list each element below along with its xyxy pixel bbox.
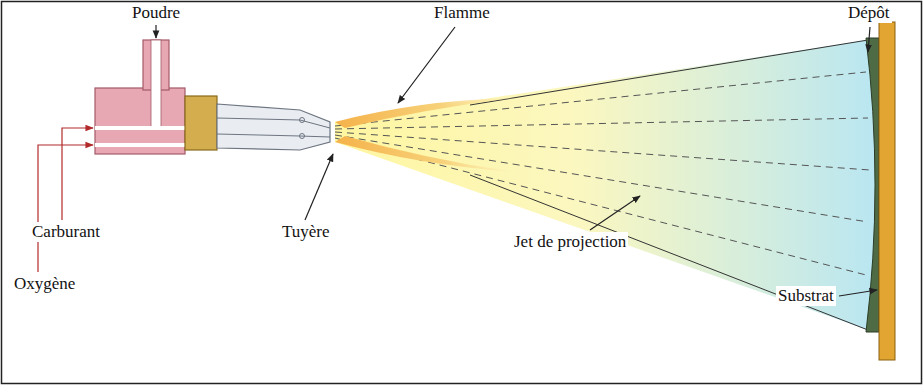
part-label: Carburant (30, 222, 102, 242)
powder-channel (151, 40, 161, 128)
part-label: Jet de projection (512, 232, 628, 252)
part-label: Substrat (776, 286, 836, 306)
jet-edges (470, 40, 868, 330)
part-label: Oxygène (12, 274, 77, 294)
part-label: Flamme (432, 3, 492, 23)
deposit (866, 38, 879, 332)
part-label: Poudre (130, 3, 182, 23)
part-label: Tuyère (280, 222, 332, 242)
nozzle (217, 104, 330, 150)
particle-paths (335, 72, 870, 275)
substrate (879, 22, 895, 360)
flame-upper (335, 98, 515, 128)
part-label: Dépôt (846, 3, 892, 23)
nozzle-bores (217, 118, 330, 139)
flame-lower (335, 136, 515, 172)
nozzle-nut (185, 96, 217, 150)
spray-jet (335, 40, 877, 330)
leader-lines (38, 25, 877, 296)
